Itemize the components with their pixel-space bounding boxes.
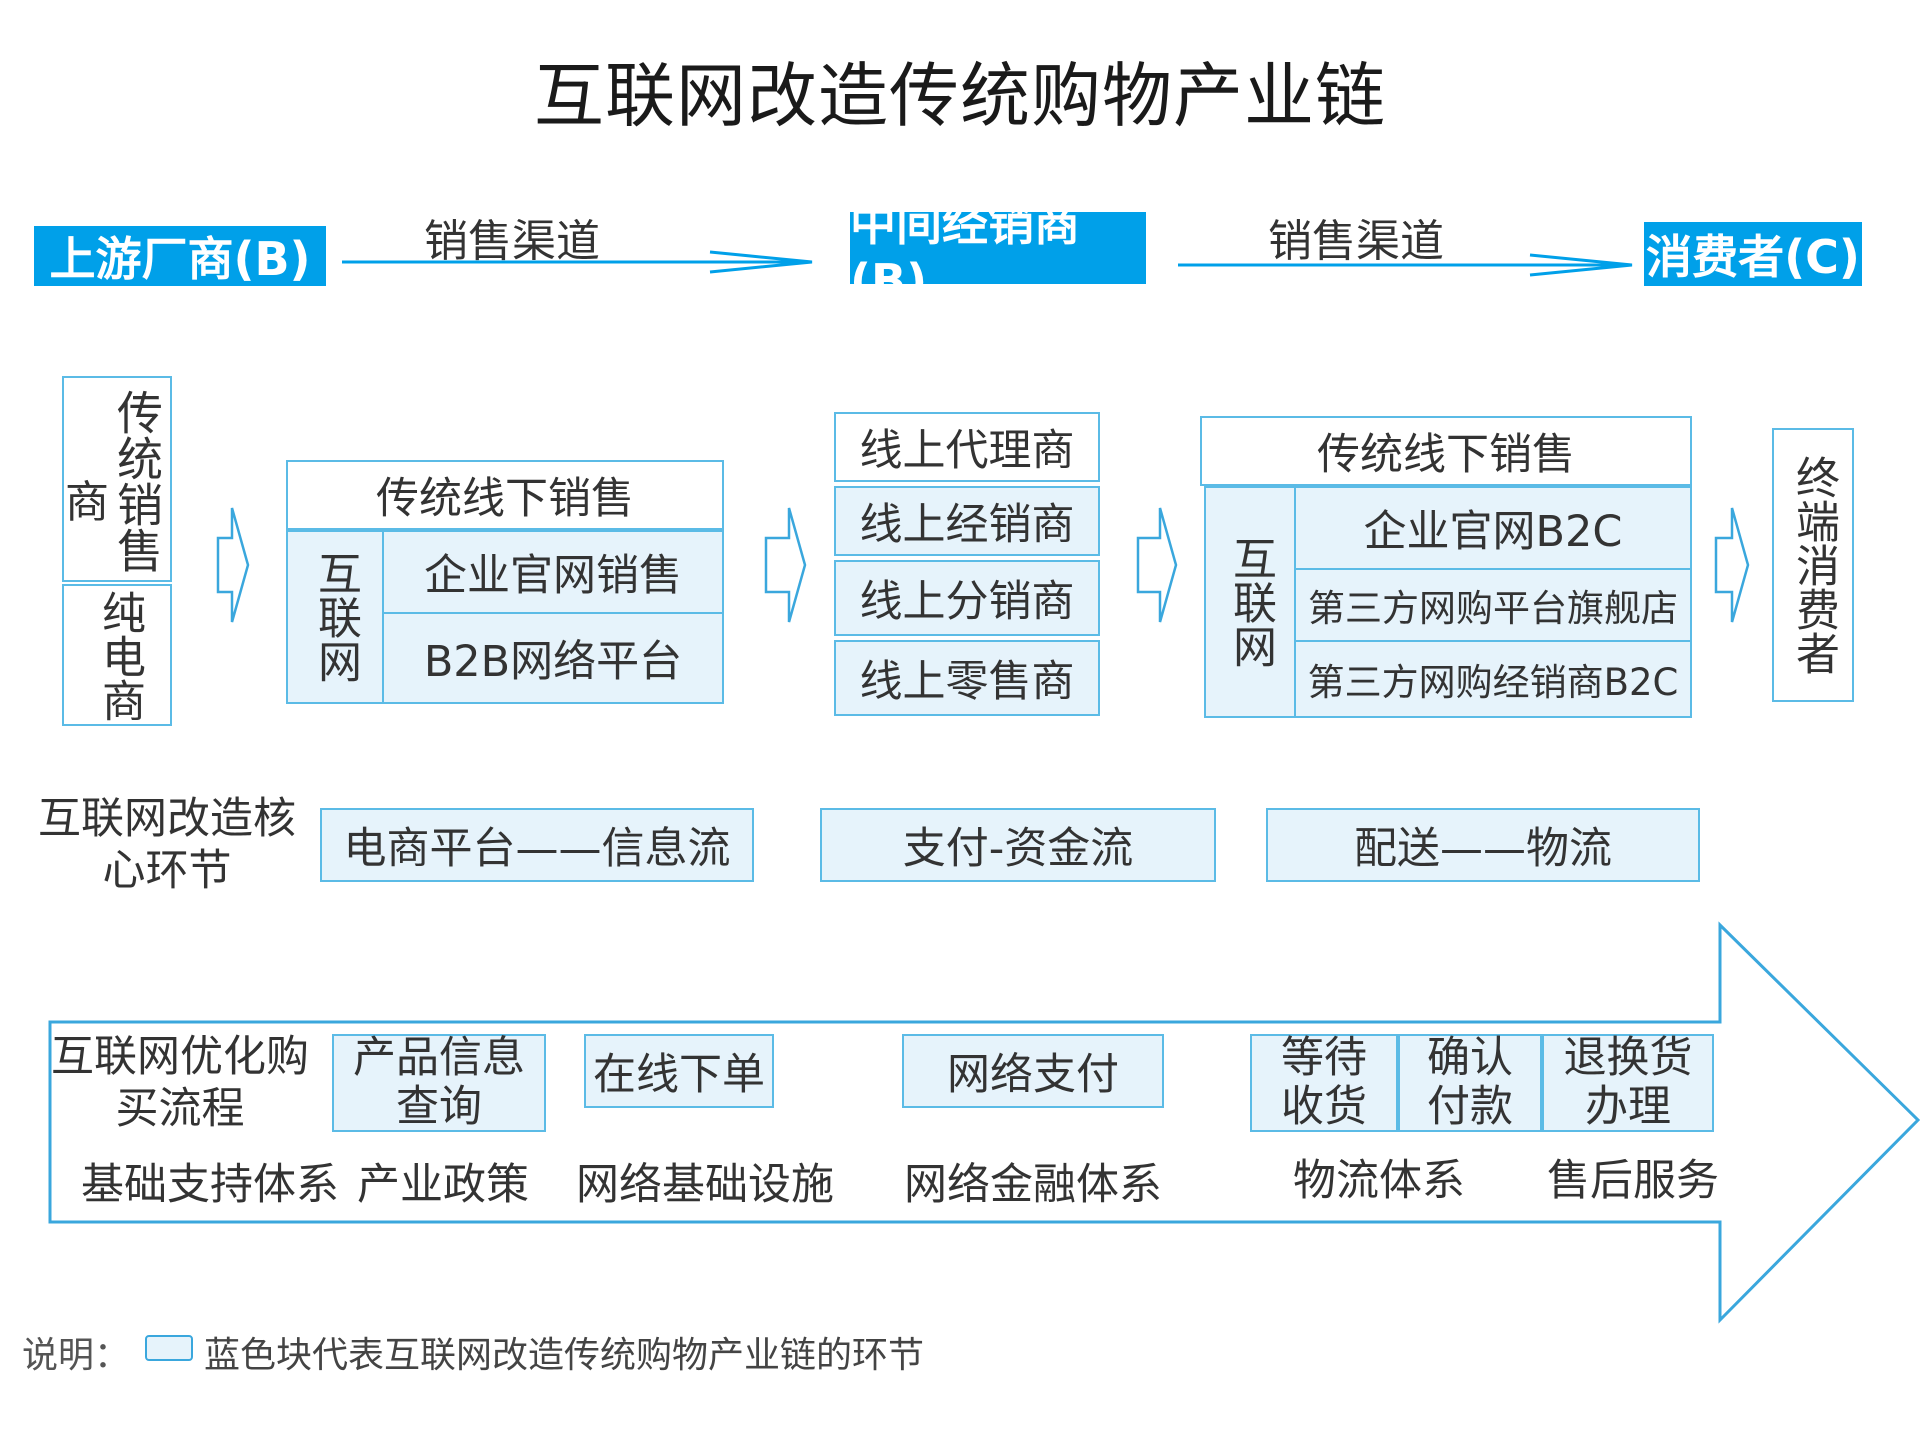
channel-arrow-1 [342,250,813,274]
legend-swatch [145,1335,193,1361]
flow-step-4: 等待收货 [1250,1033,1398,1132]
core-item-2: 支付-资金流 [820,808,1216,882]
flow-step-5: 确认付款 [1398,1033,1542,1132]
middle-item-4: 线上零售商 [834,640,1100,716]
core-label: 互联网改造核心环节 [38,794,296,896]
flow-step-6: 退换货办理 [1542,1033,1714,1132]
note-prefix: 说明： [22,1335,131,1376]
channel-arrow-2 [1178,253,1633,277]
block3-internet: 互联网 [1206,488,1296,716]
upstream-ecommerce-box: 纯电商 [62,584,172,726]
block1-body: 互联网 企业官网销售 B2B网络平台 [286,530,724,704]
block3-row-2: 第三方网购平台旗舰店 [1296,570,1690,642]
middle-item-1: 线上代理商 [834,412,1100,482]
block1-row-1: 企业官网销售 [384,532,722,614]
support-item-3: 网络金融体系 [904,1160,1162,1210]
page-title: 互联网改造传统购物产业链 [534,55,1386,137]
middle-item-3: 线上分销商 [834,560,1100,636]
block3-row-1: 企业官网B2C [1296,488,1690,570]
flow-step-3: 网络支付 [902,1034,1164,1108]
block-arrow-1 [216,507,250,623]
support-item-4: 物流体系 [1293,1156,1465,1206]
support-label: 基础支持体系 [81,1160,339,1210]
block-arrow-4 [1714,507,1750,623]
note-text: 蓝色块代表互联网改造传统购物产业链的环节 [204,1335,925,1376]
block1-internet: 互联网 [288,532,384,702]
flow-step-1: 产品信息查询 [332,1033,546,1132]
block3-body: 互联网 企业官网B2C 第三方网购平台旗舰店 第三方网购经销商B2C [1204,486,1692,718]
channel-label-1: 销售渠道 [424,216,600,267]
stage-upstream: 上游厂商(B) [34,226,326,286]
process-big-arrow [48,921,1920,1324]
support-item-2: 网络基础设施 [576,1160,834,1210]
core-item-3: 配送——物流 [1266,808,1700,882]
stage-consumer: 消费者(C) [1644,222,1862,286]
block3-header: 传统线下销售 [1200,416,1692,486]
block-arrow-2 [764,507,807,623]
flow-label: 互联网优化购买流程 [51,1032,309,1134]
core-item-1: 电商平台——信息流 [320,808,754,882]
channel-label-2: 销售渠道 [1268,216,1444,267]
support-item-5: 售后服务 [1547,1156,1719,1206]
flow-step-2: 在线下单 [584,1034,774,1108]
block3-row-3: 第三方网购经销商B2C [1307,661,1679,704]
block-arrow-3 [1136,507,1178,623]
upstream-traditional-text: 传统销售 [110,389,164,573]
block1-header: 传统线下销售 [286,460,724,530]
upstream-traditional-shang: 商 [65,477,109,528]
end-consumer-text: 终端消费者 [1788,455,1839,675]
upstream-traditional-box: 传统销售 商 [62,376,172,582]
block1-row-2: B2B网络平台 [423,637,683,687]
end-consumer-box: 终端消费者 [1772,428,1854,702]
support-item-1: 产业政策 [357,1160,529,1210]
upstream-ecommerce-text: 纯电商 [94,590,145,722]
stage-middle: 中间经销商(B) [850,197,1146,308]
middle-item-2: 线上经销商 [834,486,1100,556]
